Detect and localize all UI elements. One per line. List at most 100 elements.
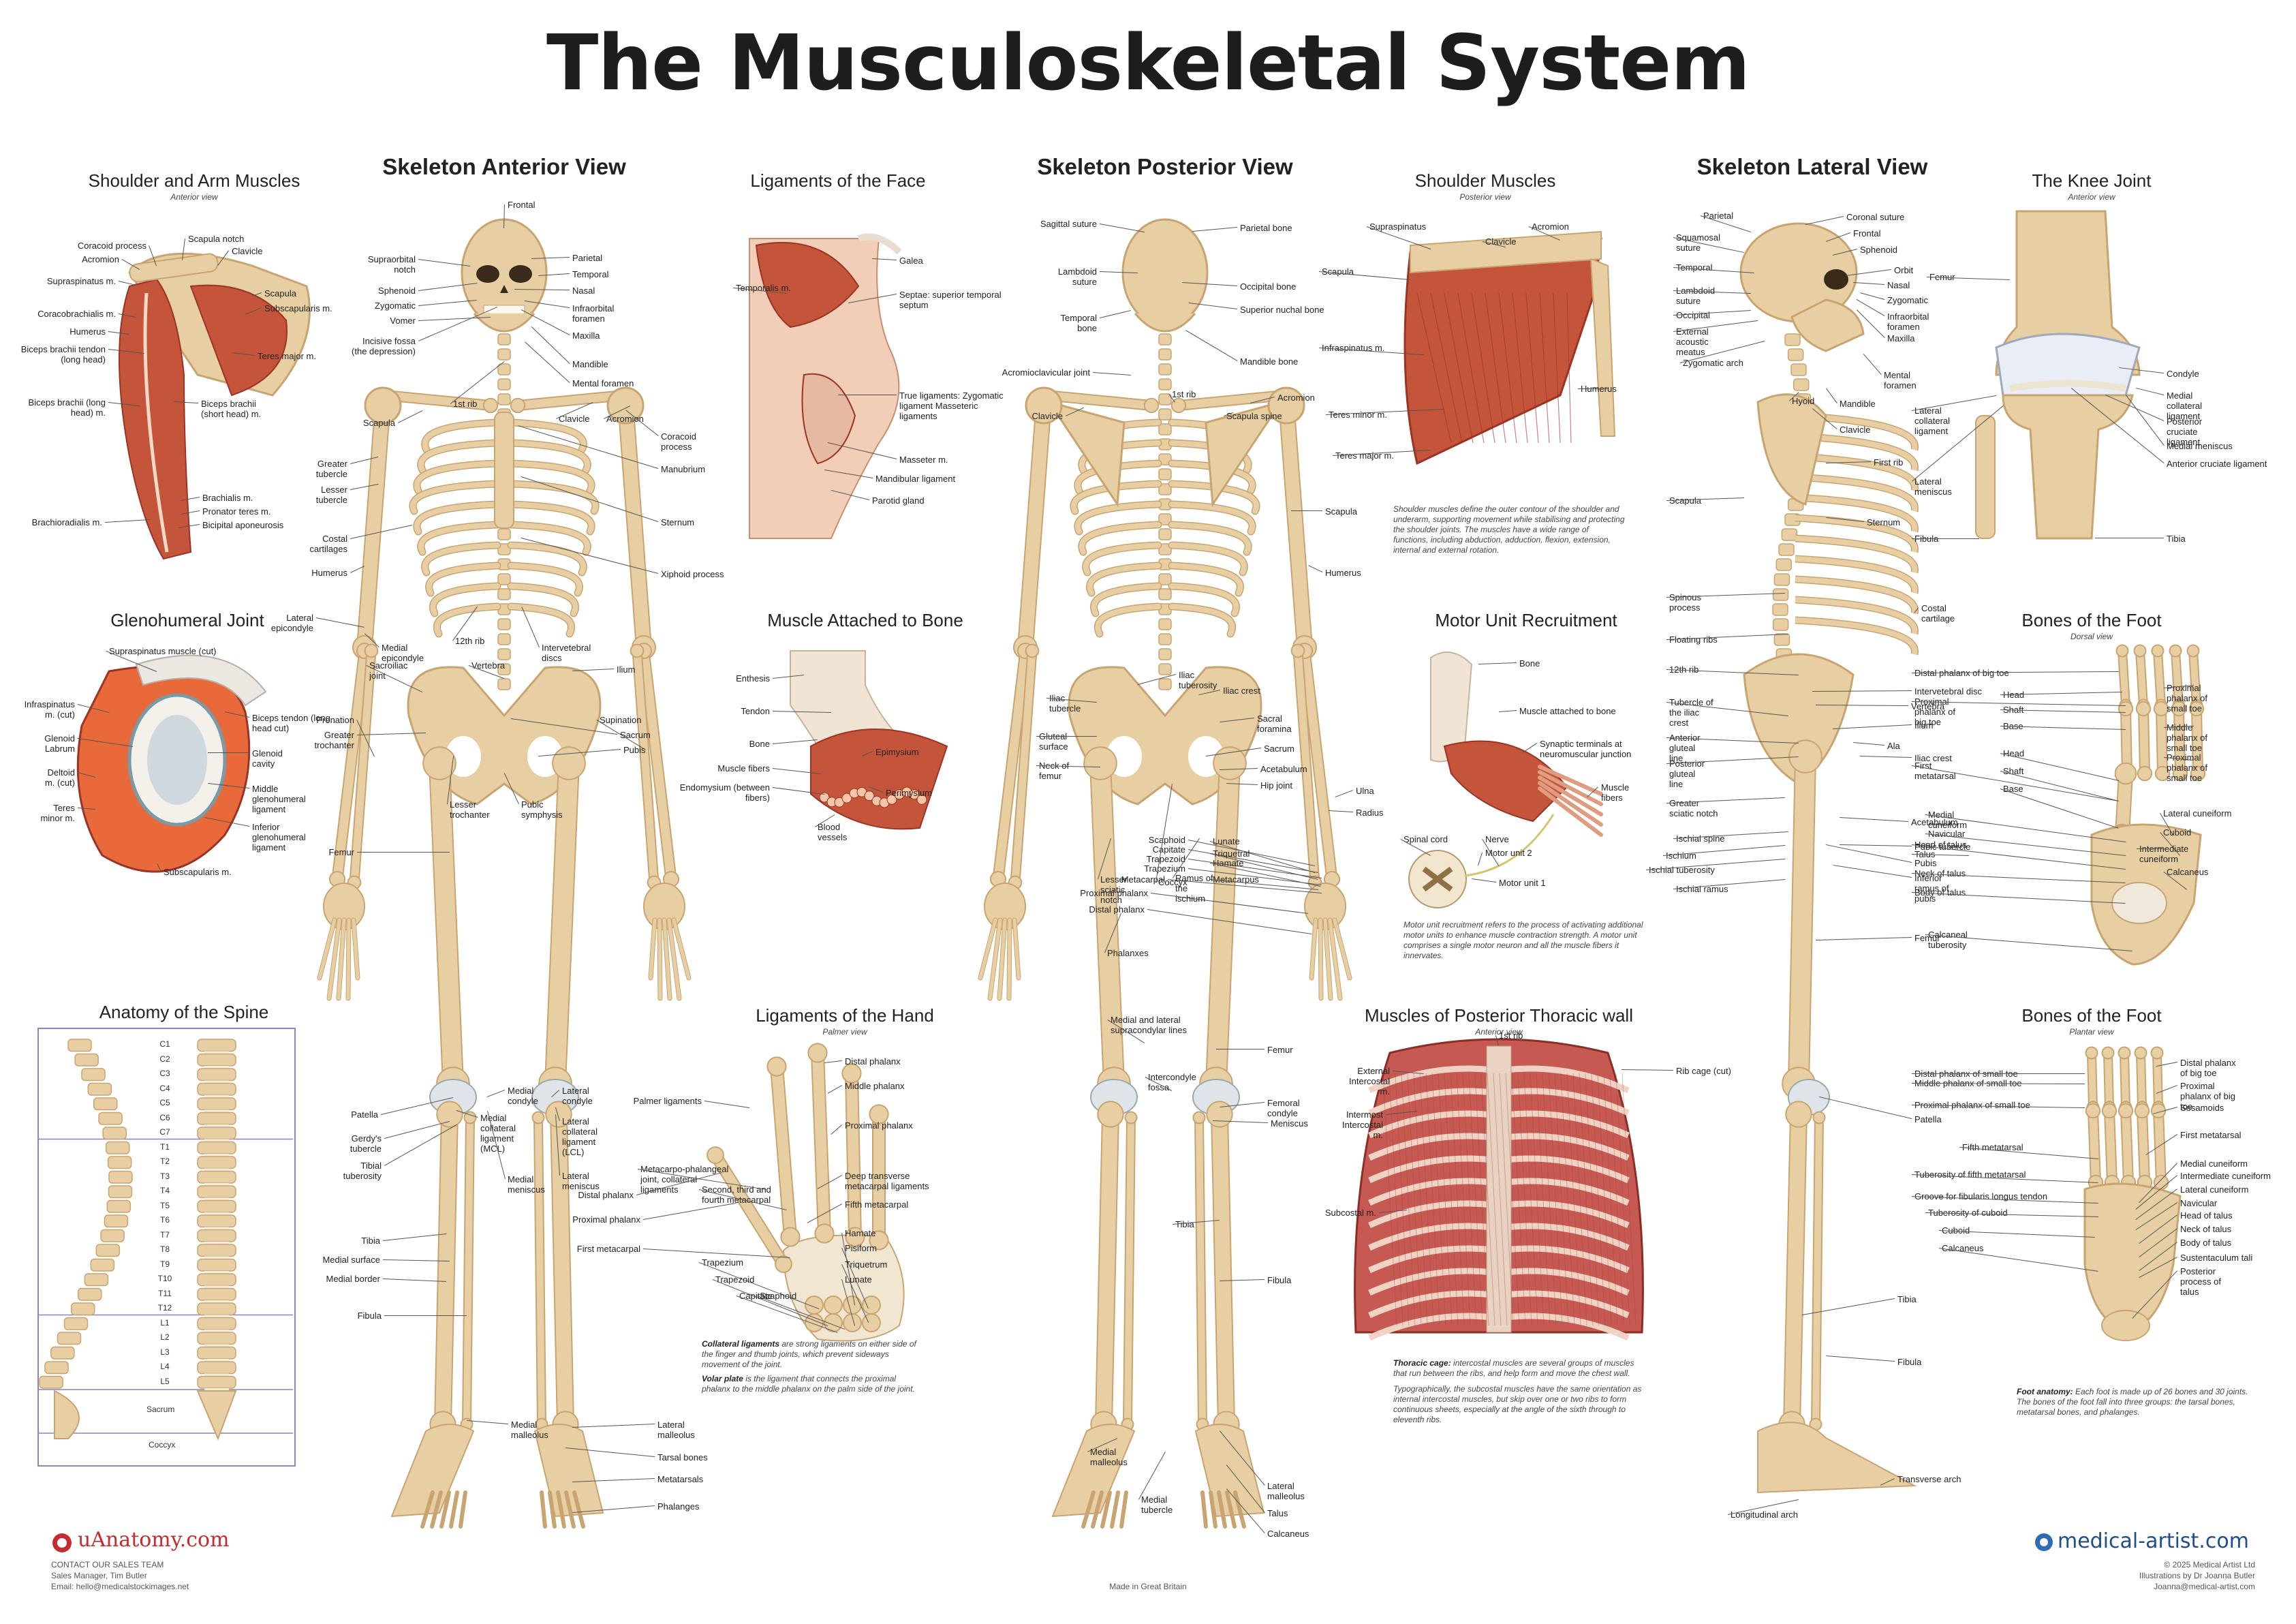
illustration-shape xyxy=(2137,765,2153,782)
label: Trapezium xyxy=(1144,863,1185,874)
illustration-shape xyxy=(1368,1178,1493,1206)
illustration-shape xyxy=(1505,1290,1630,1319)
shoulder-arm-illustration xyxy=(119,252,311,560)
poster-title: The Musculoskeletal System xyxy=(546,19,1750,108)
shoulder-muscles-illustration xyxy=(1403,230,1616,465)
illustration-shape xyxy=(672,918,691,980)
illustration-shape xyxy=(1505,1133,1630,1161)
illustration-shape xyxy=(1505,1268,1630,1296)
label: Pubis xyxy=(1914,858,1937,868)
vertebra-label-C6: C6 xyxy=(159,1112,170,1122)
label: Lateral condyle xyxy=(562,1086,593,1106)
label: Intercondyle fossa xyxy=(1148,1072,1196,1092)
label: Middle glenohumeral ligament xyxy=(252,784,306,814)
label: Pronator teres m. xyxy=(202,506,271,517)
illustration-shape xyxy=(1485,292,1506,444)
hand-note-bold-1: Collateral ligaments xyxy=(702,1339,780,1349)
made-in: Made in Great Britain xyxy=(1109,1582,1187,1591)
brand-uanatomy[interactable]: uAnatomy.com xyxy=(78,1528,230,1552)
label: Distal phalanx xyxy=(1089,904,1145,915)
leader-line xyxy=(1036,736,1097,737)
contact-line-1: CONTACT OUR SALES TEAM xyxy=(51,1560,164,1569)
illustration-shape xyxy=(497,363,511,376)
label: Subscapularis m. xyxy=(264,303,332,313)
illustration-shape xyxy=(1200,1490,1208,1529)
credit-line-1: © 2025 Medical Artist Ltd xyxy=(2164,1560,2255,1569)
illustration-shape xyxy=(814,1223,835,1244)
illustration-shape xyxy=(197,1361,236,1375)
illustration-shape xyxy=(418,440,500,473)
brand-medical-artist[interactable]: medical-artist.com xyxy=(2058,1529,2249,1553)
illustration-shape xyxy=(1158,618,1172,630)
illustration-shape xyxy=(337,918,346,1000)
label: Nasal xyxy=(572,286,595,296)
illustration-shape xyxy=(1097,1101,1124,1128)
label: Scapula xyxy=(1669,495,1701,506)
illustration-shape xyxy=(572,1490,585,1529)
illustration-shape xyxy=(1091,1490,1104,1529)
illustration-shape xyxy=(508,440,591,473)
illustration-shape xyxy=(1553,292,1561,444)
label: Sustentaculum tali xyxy=(2180,1253,2253,1263)
thoracic-wall-illustration xyxy=(1354,1038,1644,1341)
illustration-shape xyxy=(2153,701,2169,717)
illustration-shape xyxy=(463,1114,474,1428)
spine-illustration xyxy=(39,1039,293,1441)
illustration-shape xyxy=(74,1053,99,1067)
illustration-shape xyxy=(1217,1490,1227,1529)
vertebra-label-T12: T12 xyxy=(157,1303,172,1313)
label: Scapula spine xyxy=(1226,411,1282,421)
label: Supraorbital notch xyxy=(367,254,416,275)
illustration-shape xyxy=(204,1124,229,1127)
illustration-shape xyxy=(476,265,499,283)
label: Lambdoid suture xyxy=(1057,266,1097,287)
label: Radius xyxy=(1356,808,1384,818)
label: Coracoid process xyxy=(661,431,697,452)
illustration-shape xyxy=(1609,1073,1624,1326)
illustration-shape xyxy=(1756,393,1827,506)
illustration-shape xyxy=(2190,647,2200,709)
label: Acromioclavicular joint xyxy=(1002,367,1090,378)
credit-email[interactable]: Joanna@medical-artist.com xyxy=(2154,1582,2255,1591)
illustration-shape xyxy=(364,643,379,658)
illustration-shape xyxy=(2172,647,2182,709)
coccyx-label: Coccyx xyxy=(149,1440,176,1450)
illustration-shape xyxy=(1785,1101,1812,1128)
medical-artist-logo-icon xyxy=(2035,1533,2053,1551)
contact-email[interactable]: Email: hello@medicalstockimages.net xyxy=(51,1582,189,1591)
label: Muscle fibers xyxy=(717,763,770,773)
illustration-shape xyxy=(1368,1290,1493,1319)
label: Femur xyxy=(328,847,354,857)
illustration-shape xyxy=(1309,918,1318,980)
label: Scapula xyxy=(1325,506,1357,517)
illustration-shape xyxy=(2188,701,2205,717)
illustration-shape xyxy=(843,1313,862,1332)
label: Maxilla xyxy=(1887,333,1915,343)
illustration-shape xyxy=(204,1300,229,1303)
illustration-shape xyxy=(2192,705,2202,778)
illustration-shape xyxy=(545,1101,572,1128)
label: Septae: superior temporal septum xyxy=(899,290,1002,310)
illustration-shape xyxy=(1389,1073,1403,1326)
label: Orbit xyxy=(1894,265,1914,275)
label: Ischium xyxy=(1666,851,1696,861)
illustration-shape xyxy=(473,313,536,333)
label: Tarsal bones xyxy=(657,1452,708,1462)
illustration-shape xyxy=(1158,573,1172,585)
label: Trapezoid xyxy=(715,1274,755,1285)
illustration-shape xyxy=(197,1112,236,1125)
illustration-shape xyxy=(1368,1133,1493,1161)
label: Femoral condyle xyxy=(1267,1098,1300,1118)
label: Neck of talus xyxy=(2180,1224,2232,1234)
panel-title: Skeleton Anterior View xyxy=(382,154,626,179)
illustration-shape xyxy=(414,502,500,534)
illustration-shape xyxy=(801,373,856,465)
illustration-shape xyxy=(430,754,463,1093)
illustration-shape xyxy=(1995,210,2141,376)
vertebra-label-L2: L2 xyxy=(160,1332,170,1342)
label: Sphenoid xyxy=(378,286,416,296)
illustration-shape xyxy=(439,1490,451,1529)
illustration-shape xyxy=(2122,1107,2132,1186)
illustration-shape xyxy=(358,395,390,654)
